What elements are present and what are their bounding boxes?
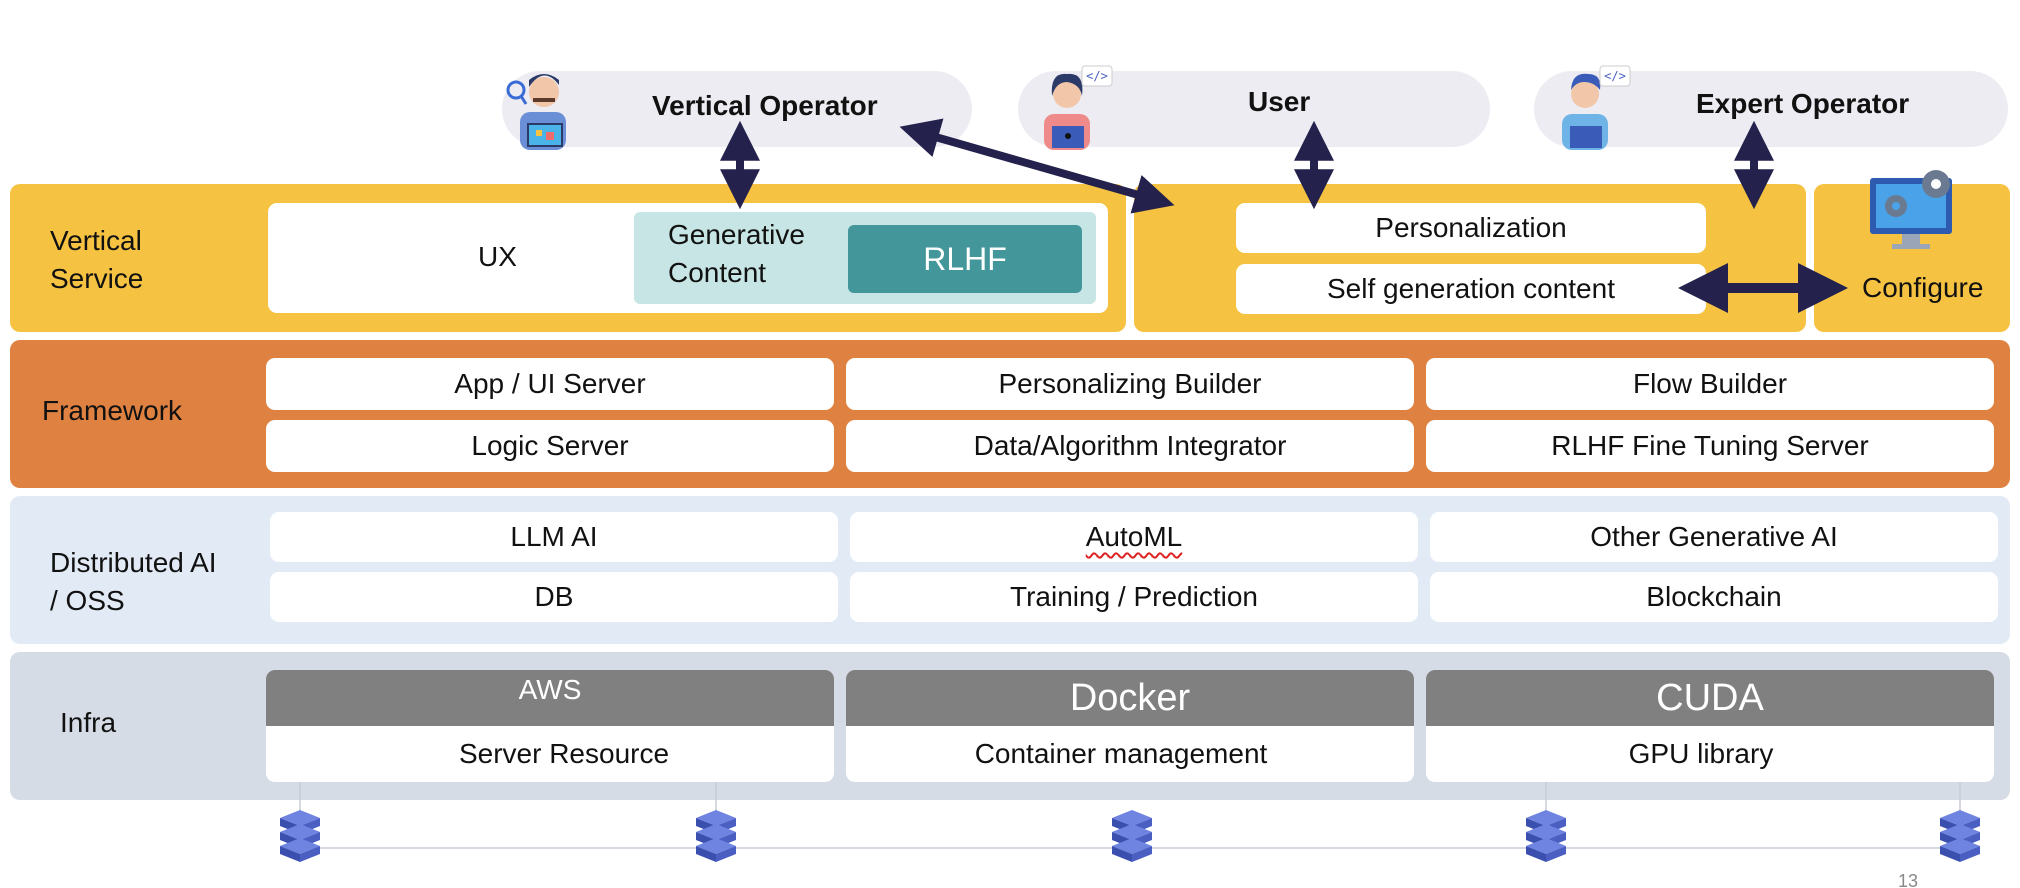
infra-card-docker: Docker Container management — [846, 670, 1414, 782]
infra-body-cuda: GPU library — [1628, 738, 1774, 769]
server-icon-2 — [696, 810, 736, 862]
expert-operator-person-icon: </> — [1562, 65, 1631, 150]
self-generation-box: Self generation content — [1236, 264, 1706, 314]
automl-label: AutoML — [1085, 521, 1183, 552]
page-number: 13 — [1898, 874, 1919, 888]
infra-head-aws: AWS — [266, 670, 834, 726]
generative-line2: Content — [668, 257, 767, 288]
svg-text:</>: </> — [1086, 69, 1108, 83]
server-icon-5 — [1940, 810, 1980, 862]
monitor-gear-icon — [1870, 170, 1952, 249]
vertical-operator-label: Vertical Operator — [652, 90, 878, 121]
distributed-label-line2: / OSS — [50, 585, 125, 616]
distributed-item-training-prediction: Training / Prediction — [850, 572, 1418, 622]
user-label: User — [1248, 86, 1311, 117]
distributed-item-other-generative-ai: Other Generative AI — [1430, 512, 1998, 562]
framework-item-data-algorithm-integrator: Data/Algorithm Integrator — [846, 420, 1414, 472]
infra-head-docker: Docker — [846, 670, 1414, 726]
expert-operator-label: Expert Operator — [1696, 88, 1910, 119]
vertical-service-label-line2: Service — [50, 263, 144, 294]
framework-item-app-ui-server: App / UI Server — [266, 358, 834, 410]
distributed-item-db: DB — [270, 572, 838, 622]
vertical-service-label: Vertical Service — [50, 222, 143, 298]
vertical-service-label-line1: Vertical — [50, 225, 142, 256]
distributed-label-line1: Distributed AI — [50, 547, 217, 578]
vertical-operator-person-icon — [506, 74, 566, 150]
rlhf-box: RLHF — [848, 225, 1082, 293]
svg-text:</>: </> — [1604, 69, 1626, 83]
distributed-label: Distributed AI / OSS — [50, 544, 217, 620]
infra-body-aws: Server Resource — [458, 738, 670, 769]
generative-content-label: Generative Content — [668, 216, 805, 292]
infra-body-docker: Container management — [974, 738, 1268, 769]
framework-item-logic-server: Logic Server — [266, 420, 834, 472]
ux-label: UX — [478, 241, 517, 272]
infra-head-cuda: CUDA — [1426, 670, 1994, 726]
server-icon-1 — [280, 810, 320, 862]
framework-item-flow-builder: Flow Builder — [1426, 358, 1994, 410]
framework-item-rlhf-fine-tuning-server: RLHF Fine Tuning Server — [1426, 420, 1994, 472]
personalization-box: Personalization — [1236, 203, 1706, 253]
server-icon-4 — [1526, 810, 1566, 862]
generative-line1: Generative — [668, 219, 805, 250]
infra-card-aws: AWS Server Resource — [266, 670, 834, 782]
framework-item-personalizing-builder: Personalizing Builder — [846, 358, 1414, 410]
distributed-item-automl: AutoML — [850, 512, 1418, 562]
server-icon-3 — [1112, 810, 1152, 862]
infra-card-cuda: CUDA GPU library — [1426, 670, 1994, 782]
infra-label: Infra — [60, 707, 117, 738]
rlhf-label: RLHF — [923, 240, 1007, 277]
user-person-icon: </> — [1044, 65, 1113, 150]
distributed-item-blockchain: Blockchain — [1430, 572, 1998, 622]
configure-label: Configure — [1862, 272, 1984, 303]
distributed-item-llm-ai: LLM AI — [270, 512, 838, 562]
framework-label: Framework — [42, 395, 183, 426]
